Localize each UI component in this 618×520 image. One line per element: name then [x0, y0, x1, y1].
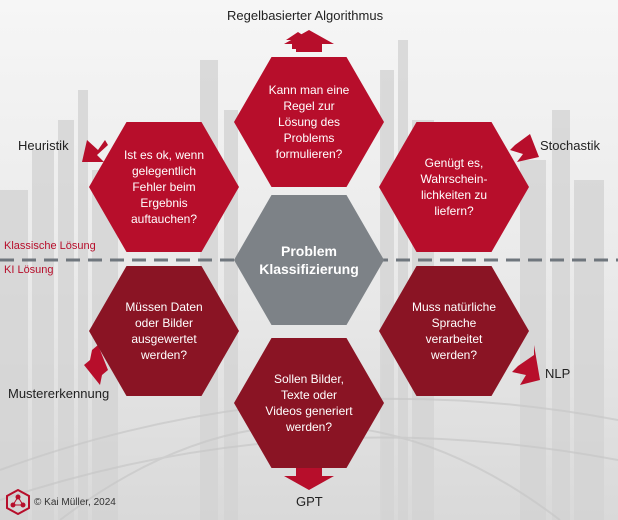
arrow-lower-left-icon: [84, 345, 108, 385]
arrow-upper-left-icon: [82, 140, 108, 162]
hexagon-stochastic-question: Genügt es, Wahrschein- lichkeiten zu lie…: [379, 122, 529, 252]
company-logo-icon: [6, 489, 30, 515]
label-classic-solution: Klassische Lösung: [4, 240, 96, 252]
center-text: Problem Klassifizierung: [259, 243, 359, 277]
label-gpt: GPT: [296, 494, 323, 509]
hexagon-pattern-text: Müssen Daten oder Bilder ausgewertet wer…: [125, 300, 203, 362]
label-heuristic: Heuristik: [18, 138, 69, 153]
arrow-down-icon: [284, 466, 334, 490]
hexagon-gpt-text: Sollen Bilder, Texte oder Videos generie…: [265, 372, 353, 434]
hexagon-heuristic-text: Ist es ok, wenn gelegentlich Fehler beim…: [123, 148, 205, 226]
hexagon-rule-text: Kann man eine Regel zur Lösung des Probl…: [268, 83, 350, 161]
hexagon-stochastic-text: Genügt es, Wahrschein- lichkeiten zu lie…: [420, 156, 488, 218]
arrow-up-head: [284, 30, 334, 52]
arrow-lower-right-icon: [512, 345, 540, 385]
label-stochastic: Stochastik: [540, 138, 600, 153]
label-rule-based-algorithm: Regelbasierter Algorithmus: [227, 8, 384, 23]
hexagon-heuristic-question: Ist es ok, wenn gelegentlich Fehler beim…: [89, 122, 239, 252]
arrow-upper-right-icon: [510, 134, 539, 162]
label-pattern-recognition: Mustererkennung: [8, 386, 110, 401]
label-ai-solution: KI Lösung: [4, 264, 54, 276]
hexagon-nlp-text: Muss natürliche Sprache verarbeitet werd…: [411, 300, 497, 362]
label-nlp: NLP: [545, 366, 571, 381]
copyright-footer: © Kai Müller, 2024: [34, 497, 116, 508]
